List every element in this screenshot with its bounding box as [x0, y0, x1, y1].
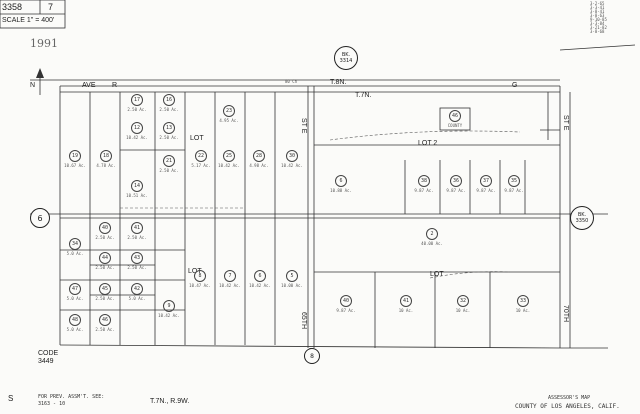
reference-item: 3-3-41: [590, 5, 605, 10]
reference-item: 9-10-85: [590, 17, 607, 22]
scale-note: SCALE 1" = 400': [2, 17, 55, 24]
code-value: 3449: [38, 358, 54, 365]
north-arrow-icon: [36, 66, 44, 68]
footer-prev-ref: 3163 - 10: [38, 401, 66, 407]
section-marker-left[interactable]: 6: [30, 208, 50, 228]
street-65th: 65TH: [300, 312, 307, 330]
book-ref-top[interactable]: BK.3314: [334, 46, 358, 70]
footer-symbol: S: [8, 394, 14, 403]
road-width-label: 80 Ch: [285, 79, 298, 84]
footer-prev-note: FOR PREV. ASSM'T. SEE:: [38, 394, 105, 400]
lot-label-2: LOT 2: [418, 140, 438, 147]
footer-county: COUNTY OF LOS ANGELES, CALIF.: [515, 403, 620, 410]
township-range: T.7N., R.9W.: [150, 398, 190, 405]
code-label: CODE: [38, 350, 59, 357]
street-st-e: ST E: [300, 118, 307, 134]
map-page-number: 7: [48, 2, 54, 12]
year-stamp: 1991: [30, 37, 58, 50]
street-st-e-right: ST E: [562, 115, 569, 131]
street-ave-letter: R: [112, 82, 118, 89]
street-ave-letter-right: G: [512, 82, 518, 89]
reference-item: 3-21-82: [590, 25, 607, 30]
map-book-number: 3358: [2, 2, 23, 12]
street-ave: AVE: [82, 82, 96, 89]
footer-assessor: ASSESSOR'S MAP: [548, 395, 591, 401]
reference-item: 3-3-84: [590, 21, 605, 26]
section-marker-bottom[interactable]: 8: [304, 348, 320, 364]
township-t7n: T.7N.: [355, 92, 372, 99]
reference-item: 3-8-68: [590, 29, 605, 34]
lot-label-1: LOT: [190, 135, 204, 142]
reference-item: 3-8-41: [590, 9, 605, 14]
lot-label-4: LOT: [430, 271, 444, 278]
reference-item: 3-2-65: [590, 1, 605, 6]
township-t8n: T.8N.: [330, 79, 347, 86]
book-ref-right[interactable]: BK.3350: [570, 206, 594, 230]
reference-list: 3-2-65 3-3-41 3-8-41 3-8-63 9-10-85 3-3-…: [590, 2, 638, 34]
reference-item: 3-8-63: [590, 13, 605, 18]
north-label: N: [30, 82, 36, 89]
street-70th: 70TH: [562, 305, 569, 323]
